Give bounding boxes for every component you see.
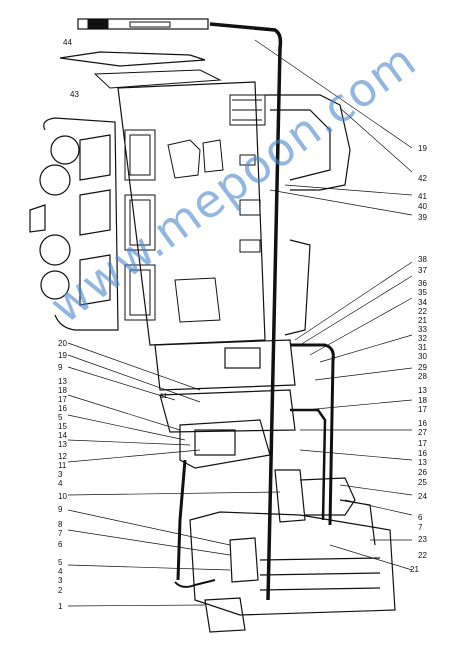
right-label: 32 <box>418 334 427 343</box>
left-label: 2 <box>58 586 63 595</box>
right-label: 17 <box>418 405 427 414</box>
right-label: 7 <box>418 523 423 532</box>
left-label: 4 <box>58 479 63 488</box>
right-label: 31 <box>418 343 427 352</box>
left-label: 6 <box>58 540 63 549</box>
right-label: 24 <box>418 492 427 501</box>
lower-unit <box>174 469 396 633</box>
right-label: 23 <box>418 535 427 544</box>
left-label: 15 <box>58 422 67 431</box>
left-label: 9 <box>58 363 63 372</box>
right-label: 30 <box>418 352 427 361</box>
label-44: 44 <box>63 38 72 47</box>
right-label: 28 <box>418 372 427 381</box>
right-label: 13 <box>418 386 427 395</box>
left-label: 5 <box>58 558 63 567</box>
cylinder-heads <box>29 117 119 331</box>
left-label: 19 <box>58 351 67 360</box>
left-label: 1 <box>58 602 63 611</box>
left-label: 12 <box>58 452 67 461</box>
right-label: 36 <box>418 279 427 288</box>
left-label: 9 <box>58 505 63 514</box>
right-label: 21 <box>410 565 419 574</box>
right-label: 22 <box>418 307 427 316</box>
left-label: 13 <box>58 440 67 449</box>
right-label: 40 <box>418 202 427 211</box>
top-rod-assembly <box>59 18 283 601</box>
gearbox <box>154 339 335 581</box>
label-43: 43 <box>70 90 79 99</box>
right-label: 27 <box>418 428 427 437</box>
left-label: 3 <box>58 470 63 479</box>
right-label: 42 <box>418 174 427 183</box>
right-label: 38 <box>418 255 427 264</box>
left-label: 4 <box>58 567 63 576</box>
right-label: 16 <box>418 419 427 428</box>
right-label: 6 <box>418 513 423 522</box>
right-label: 34 <box>418 298 427 307</box>
left-label: 20 <box>58 339 67 348</box>
left-label: 14 <box>58 431 67 440</box>
left-label: 11 <box>58 461 67 470</box>
label-11-mid: 11 <box>160 393 168 400</box>
right-label: 33 <box>418 325 427 334</box>
right-label: 25 <box>418 478 427 487</box>
right-label: 22 <box>418 551 427 560</box>
right-label: 41 <box>418 192 427 201</box>
right-label: 16 <box>418 449 427 458</box>
left-label: 7 <box>58 529 63 538</box>
right-label: 19 <box>418 144 427 153</box>
right-label: 39 <box>418 213 427 222</box>
left-label: 16 <box>58 404 67 413</box>
left-label: 10 <box>58 492 67 501</box>
right-label: 17 <box>418 439 427 448</box>
left-label: 18 <box>58 386 67 395</box>
left-label: 17 <box>58 395 67 404</box>
right-label: 18 <box>418 396 427 405</box>
left-leader-lines <box>67 342 281 607</box>
left-label: 5 <box>58 413 63 422</box>
right-label: 21 <box>418 316 427 325</box>
left-label: 8 <box>58 520 63 529</box>
right-label: 13 <box>418 458 427 467</box>
left-label: 13 <box>58 377 67 386</box>
right-label: 29 <box>418 363 427 372</box>
right-label: 26 <box>418 468 427 477</box>
left-label: 3 <box>58 576 63 585</box>
right-label: 37 <box>418 266 427 275</box>
right-leader-lines <box>254 39 413 571</box>
bell-housing <box>265 94 351 336</box>
right-label: 35 <box>418 288 427 297</box>
engine-block <box>117 81 266 346</box>
